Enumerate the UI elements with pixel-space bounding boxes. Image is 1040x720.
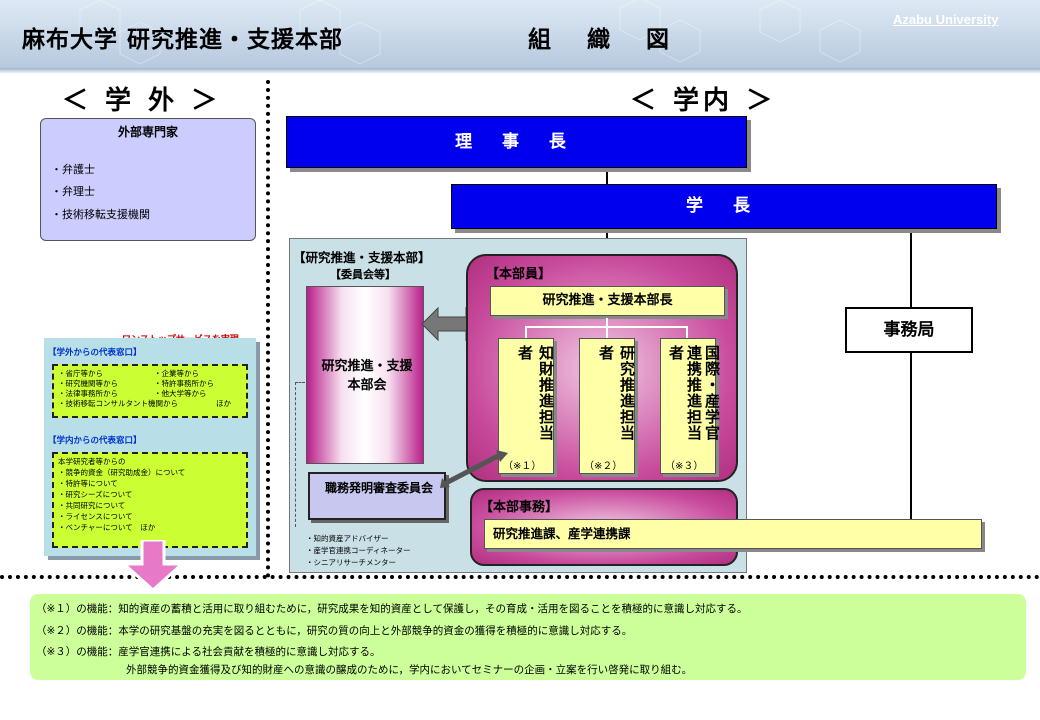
outside-item: ・省庁等から (58, 369, 103, 378)
note-line: （※３）の機能：産学官連携による社会貢献を積極的に意識し対応する。 (36, 646, 381, 658)
note-line: 外部競争的資金獲得及び知的財産への意識の醸成のために，学内においてセミナーの企画… (126, 664, 693, 676)
outside-item: ・技術移転コンサルタント機関から (58, 399, 178, 408)
outside-item: ほか (216, 399, 231, 408)
inside-window-title: 【学内からの代表窓口】 (48, 436, 142, 446)
outside-window-title: 【学外からの代表窓口】 (48, 348, 142, 358)
external-experts-title: 外部専門家 (117, 125, 178, 139)
hexagon-pattern (79, 0, 861, 65)
advisor-item: ・産学官連携コーディネーター (306, 546, 411, 555)
outside-item: ・法律事務所から (58, 389, 118, 398)
inside-item: ・共同研究について (58, 501, 126, 510)
advisors-list: ・知的資産アドバイザー ・産学官連携コーディネーター ・シニアリサーチメンター (306, 533, 410, 569)
collaboration-staff-label: 国際・産学官連携推進担当者 (667, 345, 721, 441)
advisor-item: ・シニアリサーチメンター (306, 558, 396, 567)
outside-window-box: ・省庁等から ・研究機関等から ・法律事務所から ・技術移転コンサルタント機関か… (52, 364, 248, 418)
note-line: （※１）の機能：知的資産の蓄積と活用に取り組むために，研究成果を知的資産として保… (36, 603, 748, 615)
research-staff-label: 研究推進担当者 (597, 345, 636, 441)
invention-committee-label: 職務発明審査委員会 (324, 481, 433, 495)
diagonal-arrow-icon (440, 450, 508, 488)
inside-item: ・競争的資金（研究助成金）について (58, 468, 186, 477)
president-box: 学 長 (451, 184, 997, 229)
members-label: 【本部員】 (486, 267, 552, 282)
tree-line (686, 326, 688, 339)
collaboration-staff-note: （※３） (665, 461, 704, 472)
horizontal-divider (0, 575, 1040, 579)
page-title: 麻布大学 研究推進・支援本部 (22, 27, 344, 53)
down-arrow-icon (120, 540, 186, 592)
outside-item: ・他大学等から (154, 389, 207, 398)
inside-item: ・特許等について (58, 479, 118, 488)
notes-panel: （※１）の機能：知的資産の蓄積と活用に取り組むために，研究成果を知的資産として保… (30, 594, 1026, 680)
chairman-box: 理 事 長 (286, 116, 747, 168)
expert-item: ・弁理士 (51, 185, 95, 198)
connector-line (910, 353, 912, 521)
internal-heading: ＜ 学内 ＞ (630, 86, 777, 116)
tree-line (606, 326, 608, 339)
expert-item: ・技術移転支援機関 (51, 208, 150, 221)
inside-item: ・ライセンスについて (58, 512, 133, 521)
vertical-divider (266, 80, 270, 578)
research-staff-note: （※２） (584, 461, 623, 472)
external-experts-box: 外部専門家 ・弁護士 ・弁理士 ・技術移転支援機関 (40, 118, 256, 241)
one-stop-panel: 【学外からの代表窓口】 ・省庁等から ・研究機関等から ・法律事務所から ・技術… (44, 338, 256, 556)
advisor-item: ・知的資産アドバイザー (306, 534, 389, 543)
connector-line (606, 168, 608, 186)
collaboration-staff-box: 国際・産学官連携推進担当者 （※３） (660, 338, 721, 474)
headquarters-label: 【研究推進・支援本部】 (293, 250, 431, 265)
council-label: 研究推進・支援本部会 (321, 359, 413, 393)
inside-window-box: 本学研究者等からの ・競争的資金（研究助成金）について ・特許等について ・研究… (52, 452, 248, 548)
university-brand-link[interactable]: Azabu University (893, 12, 999, 27)
connector-line (910, 229, 912, 307)
committee-label: 【委員会等】 (330, 268, 396, 281)
tree-line (525, 326, 527, 339)
expert-item: ・弁護士 (51, 163, 95, 176)
invention-committee-box: 職務発明審査委員会 (308, 472, 446, 520)
inside-item: ・ベンチャーについて ほか (58, 523, 156, 532)
external-heading: ＜ 学 外 ＞ (62, 86, 222, 116)
research-staff-box: 研究推進担当者 （※２） (579, 338, 636, 474)
bracket-line (295, 382, 305, 527)
inside-item: 本学研究者等からの (58, 457, 126, 466)
outside-item: ・特許事務所から (154, 379, 214, 388)
outside-item: ・研究機関等から (58, 379, 118, 388)
administration-office-box: 事務局 (845, 307, 973, 353)
header-shadow (0, 68, 1040, 74)
ip-staff-label: 知財推進担当者 (516, 345, 555, 441)
outside-item: ・企業等から (154, 369, 199, 378)
inside-item: ・研究シーズについて (58, 490, 133, 499)
secretariat-label: 【本部事務】 (480, 500, 559, 515)
header-banner (0, 0, 1040, 68)
sections-box: 研究推進課、産学連携課 (484, 519, 982, 549)
tree-line (606, 318, 608, 327)
note-line: （※２）の機能：本学の研究基盤の充実を図るとともに，研究の質の向上と外部競争的資… (36, 625, 633, 637)
ip-staff-box: 知財推進担当者 （※１） (498, 338, 555, 474)
ip-staff-note: （※１） (503, 461, 542, 472)
chart-title: 組 織 図 (528, 27, 684, 53)
director-box: 研究推進・支援本部長 (490, 286, 725, 316)
council-box: 研究推進・支援本部会 (306, 286, 424, 464)
